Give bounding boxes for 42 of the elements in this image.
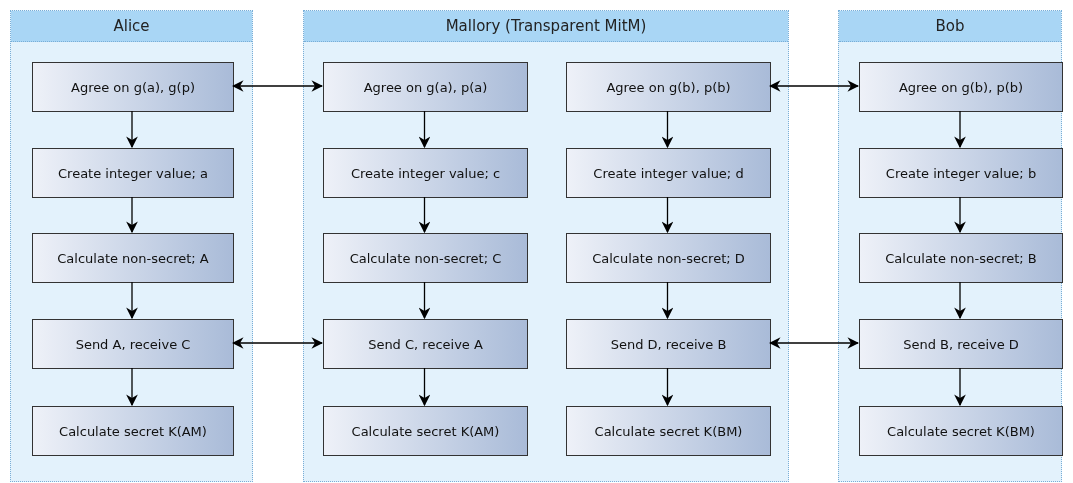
arrow xyxy=(661,367,674,407)
arrow xyxy=(954,367,966,407)
process-box: Create integer value; c xyxy=(323,148,528,198)
process-box: Agree on g(b), p(b) xyxy=(859,62,1063,112)
arrow xyxy=(661,110,674,149)
process-box: Send D, receive B xyxy=(566,319,771,369)
swimlane xyxy=(303,10,789,482)
process-box: Calculate secret K(BM) xyxy=(859,406,1063,456)
lane-title: Alice xyxy=(11,11,252,42)
arrow xyxy=(418,110,431,149)
process-box: Send C, receive A xyxy=(323,319,528,369)
process-box: Calculate secret K(BM) xyxy=(566,406,771,456)
process-box: Agree on g(a), g(p) xyxy=(32,62,234,112)
swimlane xyxy=(838,10,1062,482)
process-box: Create integer value; b xyxy=(859,148,1063,198)
arrow xyxy=(126,110,138,149)
process-box: Send B, receive D xyxy=(859,319,1063,369)
process-box: Send A, receive C xyxy=(32,319,234,369)
process-box: Calculate secret K(AM) xyxy=(323,406,528,456)
process-box: Calculate non-secret; A xyxy=(32,233,234,283)
arrow xyxy=(126,196,138,234)
arrow xyxy=(954,196,966,234)
swimlane xyxy=(10,10,253,482)
lane-title: Mallory (Transparent MitM) xyxy=(304,11,788,42)
process-box: Calculate secret K(AM) xyxy=(32,406,234,456)
process-box: Calculate non-secret; C xyxy=(323,233,528,283)
arrow xyxy=(418,367,431,407)
arrow xyxy=(661,281,674,320)
lane-title: Bob xyxy=(839,11,1061,42)
arrow xyxy=(954,281,966,320)
process-box: Calculate non-secret; D xyxy=(566,233,771,283)
process-box: Create integer value; d xyxy=(566,148,771,198)
process-box: Agree on g(a), p(a) xyxy=(323,62,528,112)
arrow xyxy=(418,196,431,234)
process-box: Calculate non-secret; B xyxy=(859,233,1063,283)
arrow xyxy=(126,281,138,320)
process-box: Create integer value; a xyxy=(32,148,234,198)
process-box: Agree on g(b), p(b) xyxy=(566,62,771,112)
arrow xyxy=(418,281,431,320)
arrow xyxy=(954,110,966,149)
arrow xyxy=(126,367,138,407)
arrow xyxy=(661,196,674,234)
